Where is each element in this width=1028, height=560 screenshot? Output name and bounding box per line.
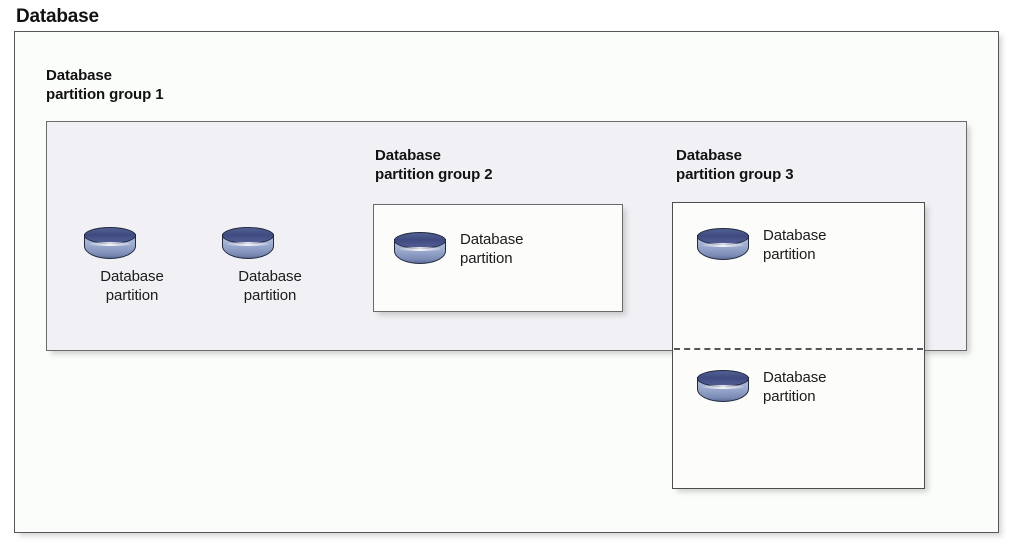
cylinder-highlight [399,247,441,251]
cylinder-highlight [702,385,744,389]
cylinder-highlight [702,243,744,247]
database-partition-label: Database partition [460,231,524,267]
database-partition-label: Database partition [238,268,302,304]
page-title: Database [16,6,99,27]
database-cylinder-icon [220,225,276,263]
database-cylinder-icon [695,368,751,406]
database-partition-label: Database partition [763,369,827,405]
database-partition-label: Database partition [763,227,827,263]
database-cylinder-icon [392,230,448,268]
database-partition-node: Database partition [220,225,320,305]
database-partition-label: Database partition [100,268,164,304]
database-partition-node: Database partition [392,230,524,268]
database-partition-node: Database partition [695,226,827,264]
cylinder-highlight [227,242,269,246]
database-partition-node: Database partition [695,368,827,406]
group-1-boundary-dashed-divider [674,348,923,350]
database-partition-node: Database partition [82,225,182,305]
cylinder-highlight [89,242,131,246]
database-cylinder-icon [82,225,138,263]
database-partition-group-3-label: Database partition group 3 [676,147,794,183]
database-partition-group-1-label: Database partition group 1 [46,67,164,103]
database-cylinder-icon [695,226,751,264]
database-partition-group-2-label: Database partition group 2 [375,147,493,183]
